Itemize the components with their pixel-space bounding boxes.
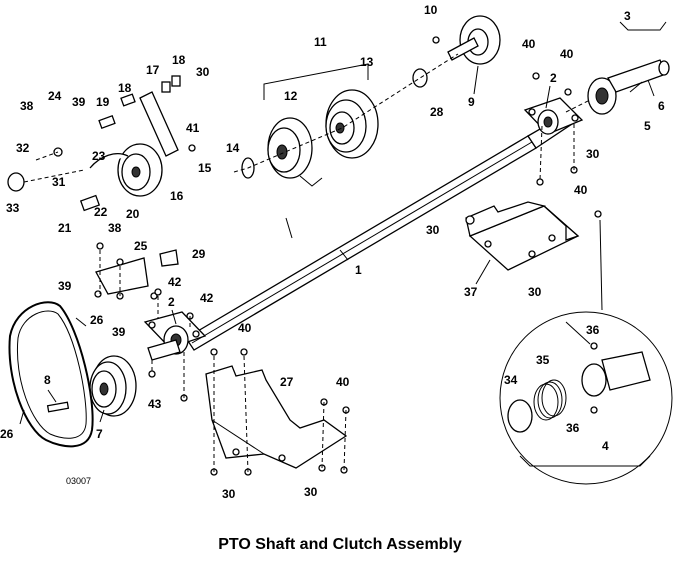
callout-26: 26 bbox=[90, 313, 104, 327]
clutch bbox=[267, 89, 379, 187]
callout-21: 21 bbox=[58, 221, 72, 235]
callout-25: 25 bbox=[134, 239, 148, 253]
callout-30: 30 bbox=[222, 487, 236, 501]
callout-14: 14 bbox=[226, 141, 240, 155]
callout-8: 8 bbox=[44, 373, 51, 387]
callout-40: 40 bbox=[522, 37, 536, 51]
callout-17: 17 bbox=[146, 63, 160, 77]
callout-3: 3 bbox=[624, 9, 631, 23]
callout-1: 1 bbox=[355, 263, 362, 277]
callout-26: 26 bbox=[0, 427, 14, 441]
belt bbox=[8, 301, 94, 448]
callout-30: 30 bbox=[426, 223, 440, 237]
callout-30: 30 bbox=[304, 485, 318, 499]
callout-11: 11 bbox=[314, 35, 327, 49]
callout-43: 43 bbox=[148, 397, 162, 411]
leader-lines bbox=[19, 65, 655, 425]
callout-27: 27 bbox=[280, 375, 294, 389]
callout-42: 42 bbox=[168, 275, 182, 289]
callout-22: 22 bbox=[94, 205, 108, 219]
detail-inset bbox=[499, 21, 673, 485]
assembly-lines bbox=[23, 53, 591, 473]
callout-37: 37 bbox=[464, 285, 478, 299]
callout-12: 12 bbox=[284, 89, 298, 103]
callout-15: 15 bbox=[198, 161, 212, 175]
bracket-37 bbox=[465, 201, 580, 271]
figure-id: 03007 bbox=[66, 476, 91, 486]
callout-5: 5 bbox=[644, 119, 651, 133]
bearing-upper bbox=[523, 97, 584, 135]
callout-36: 36 bbox=[586, 323, 600, 337]
callout-36: 36 bbox=[566, 421, 580, 435]
callout-38: 38 bbox=[108, 221, 122, 235]
callout-24: 24 bbox=[48, 89, 62, 103]
callout-32: 32 bbox=[16, 141, 30, 155]
diagram-title: PTO Shaft and Clutch Assembly bbox=[218, 536, 462, 553]
callout-40: 40 bbox=[574, 183, 588, 197]
idler-assembly bbox=[89, 91, 179, 197]
callout-30: 30 bbox=[196, 65, 210, 79]
callout-18: 18 bbox=[118, 81, 132, 95]
callout-18: 18 bbox=[172, 53, 186, 67]
callout-7: 7 bbox=[96, 427, 103, 441]
callout-19: 19 bbox=[96, 95, 110, 109]
callout-20: 20 bbox=[126, 207, 140, 221]
callout-39: 39 bbox=[58, 279, 72, 293]
callout-28: 28 bbox=[430, 105, 444, 119]
callout-31: 31 bbox=[52, 175, 66, 189]
callout-9: 9 bbox=[468, 95, 475, 109]
callout-39: 39 bbox=[72, 95, 86, 109]
callout-2: 2 bbox=[550, 71, 557, 85]
callout-40: 40 bbox=[560, 47, 574, 61]
callout-29: 29 bbox=[192, 247, 206, 261]
callout-10: 10 bbox=[424, 3, 438, 17]
callout-30: 30 bbox=[528, 285, 542, 299]
callout-2: 2 bbox=[168, 295, 175, 309]
flange bbox=[447, 15, 501, 65]
callout-42: 42 bbox=[200, 291, 214, 305]
pulley bbox=[89, 355, 137, 417]
callout-33: 33 bbox=[6, 201, 20, 215]
callout-23: 23 bbox=[92, 149, 106, 163]
u-joint bbox=[587, 59, 670, 115]
callout-4: 4 bbox=[602, 439, 609, 453]
callout-40: 40 bbox=[336, 375, 350, 389]
callout-34: 34 bbox=[504, 373, 518, 387]
callout-16: 16 bbox=[170, 189, 184, 203]
callout-13: 13 bbox=[360, 55, 374, 69]
callout-40: 40 bbox=[238, 321, 252, 335]
small-hardware bbox=[7, 36, 602, 476]
callout-41: 41 bbox=[186, 121, 200, 135]
bracket-27 bbox=[205, 365, 348, 469]
callout-35: 35 bbox=[536, 353, 550, 367]
callout-39: 39 bbox=[112, 325, 126, 339]
callout-6: 6 bbox=[658, 99, 665, 113]
callout-38: 38 bbox=[20, 99, 34, 113]
callout-30: 30 bbox=[586, 147, 600, 161]
callouts: 1 2 2 3 4 5 6 7 8 9 10 11 12 13 14 15 16… bbox=[0, 3, 665, 501]
